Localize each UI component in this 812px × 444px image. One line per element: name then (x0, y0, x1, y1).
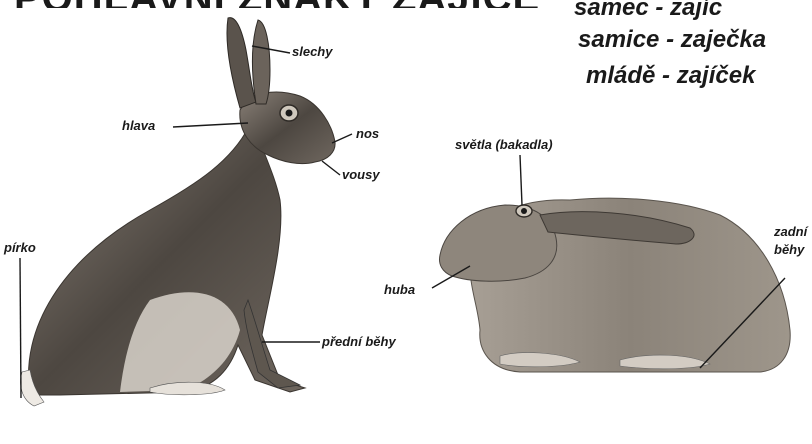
label-ears: slechy (292, 44, 332, 59)
sitting-hare-illustration (21, 18, 336, 406)
label-front-legs: přední běhy (322, 334, 396, 349)
label-eyes: světla (bakadla) (455, 137, 553, 152)
crouching-hare-illustration (440, 198, 791, 372)
sitting-hare-ear-back (227, 18, 256, 108)
sitting-hare-ear-front (253, 20, 271, 104)
label-nose: nos (356, 126, 379, 141)
gender-term-young: mládě - zajíček (586, 62, 755, 90)
gender-term-male: samec - zajíc (574, 0, 722, 22)
label-tail: pírko (4, 240, 36, 255)
label-hind-legs-line1: zadní (774, 224, 807, 239)
label-head: hlava (122, 118, 155, 133)
label-mouth: huba (384, 282, 415, 297)
label-whiskers: vousy (342, 167, 380, 182)
crouching-hare-head (440, 205, 557, 281)
gender-term-female: samice - zaječka (578, 26, 766, 54)
label-hind-legs-line2: běhy (774, 242, 804, 257)
